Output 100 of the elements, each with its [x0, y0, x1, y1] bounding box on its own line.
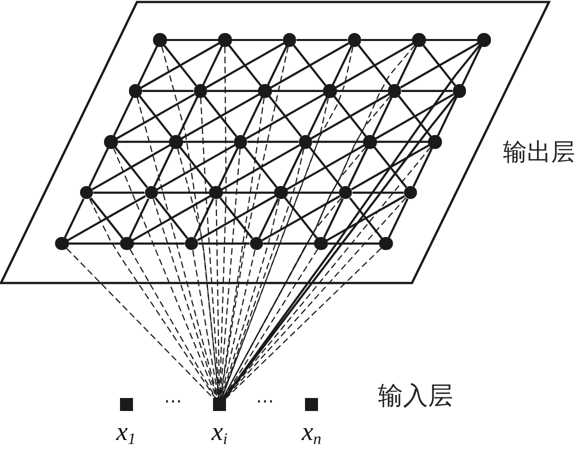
connector-line — [88, 147, 110, 188]
connector-line — [270, 42, 350, 88]
node-dot — [258, 84, 272, 98]
connector-line — [335, 42, 414, 88]
connector-line — [90, 197, 124, 239]
connector-line — [376, 140, 428, 143]
connector-line — [114, 146, 148, 188]
dashed-line — [152, 198, 218, 398]
connector-line — [93, 192, 145, 194]
node-dot — [169, 135, 183, 149]
dashed-line — [177, 148, 220, 398]
connector-line — [181, 93, 260, 140]
dashed-line — [221, 97, 329, 398]
node-dot — [388, 84, 402, 98]
node-dot — [218, 33, 232, 47]
connector-line — [194, 198, 214, 238]
dashed-line — [221, 148, 304, 398]
connector-line — [68, 242, 120, 245]
connector-line — [247, 140, 299, 143]
node-dot — [80, 186, 94, 200]
connector-line — [134, 242, 185, 245]
connector-line — [179, 146, 213, 188]
connector-line — [206, 42, 284, 88]
connector-line — [422, 44, 456, 86]
dashed-line — [136, 97, 218, 398]
node-dot — [404, 186, 418, 200]
connector-line — [182, 140, 234, 143]
node-dot — [477, 33, 491, 47]
connector-line — [221, 144, 300, 190]
connector-line — [232, 38, 283, 42]
dashed-line — [221, 46, 354, 398]
connector-line — [332, 46, 352, 86]
dashed-line — [130, 249, 216, 398]
connector-line — [118, 140, 170, 143]
connector-line — [328, 242, 380, 245]
dashed-line — [89, 198, 216, 398]
connector-line — [401, 90, 453, 92]
connector-line — [242, 96, 264, 136]
layer-label: 输入层 — [378, 384, 453, 409]
connector-line — [224, 96, 456, 399]
node-dot — [153, 33, 167, 47]
connector-line — [137, 46, 158, 86]
connector-line — [396, 46, 418, 86]
node-dot — [55, 236, 69, 250]
connector-line — [308, 146, 342, 188]
node-dot — [314, 236, 328, 250]
dashed-line — [219, 46, 227, 398]
connector-line — [262, 195, 340, 242]
node-dot — [428, 135, 442, 149]
node-dot — [209, 186, 223, 200]
connector-line — [272, 90, 324, 92]
connector-line — [412, 147, 434, 188]
connector-line — [153, 147, 174, 188]
connector-line — [204, 96, 238, 138]
connector-line — [196, 195, 276, 242]
connector-line — [218, 147, 239, 188]
dashed-line — [220, 98, 265, 398]
connector-line — [158, 192, 210, 194]
node-dot — [412, 33, 426, 47]
node-dot — [274, 186, 288, 200]
dashed-line — [220, 199, 280, 398]
node-dot — [323, 84, 337, 98]
connector-line — [323, 198, 344, 238]
connector-line — [178, 96, 198, 136]
ellipsis: ⋯ — [164, 393, 182, 411]
node-dot — [194, 84, 208, 98]
connector-line — [361, 38, 412, 42]
node-dot — [144, 186, 158, 200]
connector-line — [400, 42, 479, 88]
connector-line — [284, 197, 318, 239]
ellipsis: ⋯ — [256, 393, 274, 411]
connector-line — [246, 93, 325, 140]
connector-line — [333, 96, 367, 138]
connector-line — [112, 96, 134, 136]
connector-line — [372, 96, 393, 136]
connector-line — [140, 42, 220, 88]
node-dot — [379, 236, 393, 250]
connector-line — [292, 44, 327, 86]
dashed-line — [222, 198, 342, 398]
node-dot — [363, 135, 377, 149]
connector-line — [352, 192, 404, 194]
dashed-line — [226, 248, 382, 399]
connector-line — [163, 44, 197, 86]
connector-line — [138, 96, 172, 138]
variable-label: x$_{i}$ — [211, 419, 228, 445]
connector-line — [374, 146, 408, 188]
node-dot — [104, 135, 118, 149]
connector-line — [286, 144, 365, 190]
connector-line — [222, 192, 274, 194]
connector-line — [288, 192, 339, 194]
node-dot — [120, 236, 134, 250]
node-dot — [452, 84, 466, 98]
connector-line — [461, 46, 482, 86]
dashed-line — [113, 148, 218, 398]
connector-line — [156, 144, 236, 190]
connector-line — [312, 140, 364, 143]
connector-line — [207, 90, 258, 92]
connector-line — [132, 195, 211, 242]
connector-line — [202, 46, 223, 86]
connector-line — [67, 195, 146, 242]
